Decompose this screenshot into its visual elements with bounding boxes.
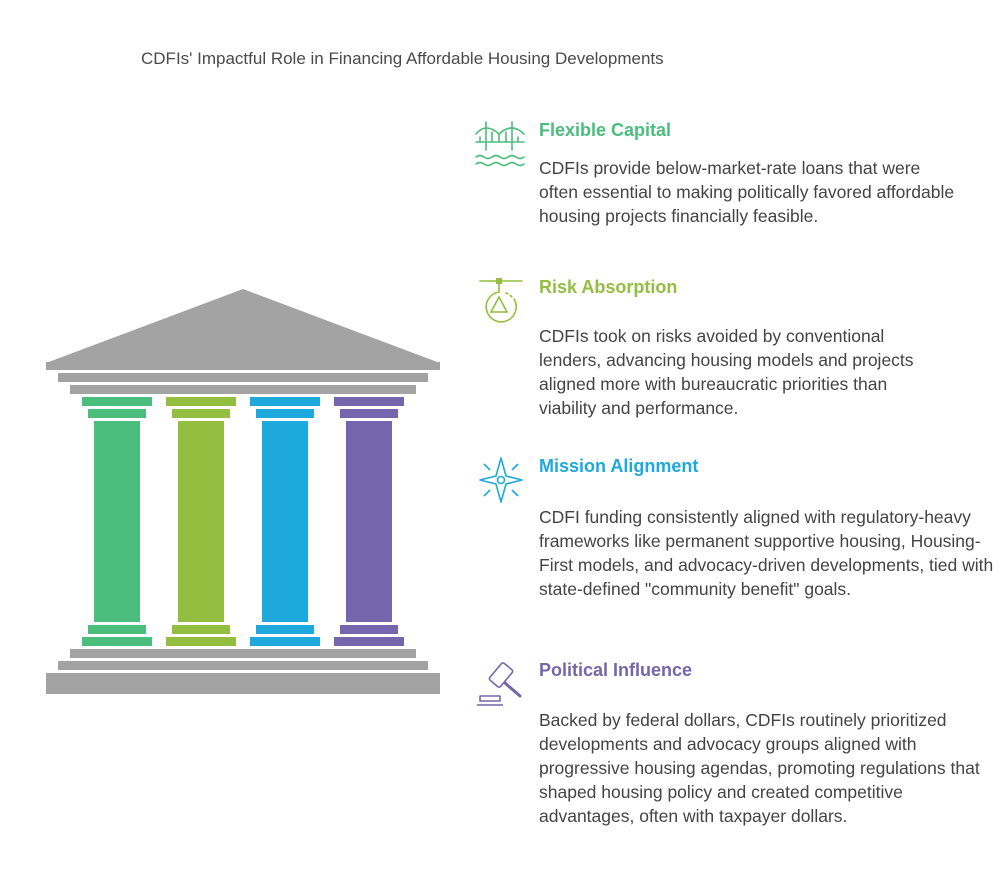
pillar-3 [250,397,320,646]
item-heading: Mission Alignment [539,456,699,476]
temple-illustration [46,289,440,694]
bridge-icon [475,121,525,167]
diagram-title: CDFIs' Impactful Role in Financing Affor… [141,49,664,68]
pillar-4 [334,397,404,646]
item-description: CDFIs provide below-market-rate loans th… [539,158,955,226]
roof [46,289,440,394]
pillar-1 [82,397,152,646]
gavel-icon [477,662,522,706]
pillar-2 [166,397,236,646]
compass-star-icon [479,457,523,503]
item-heading: Political Influence [539,660,693,680]
item-description: Backed by federal dollars, CDFIs routine… [539,710,980,826]
item-heading: Flexible Capital [539,120,672,140]
item-heading: Risk Absorption [539,277,678,297]
base [46,649,440,694]
item-description: CDFIs took on risks avoided by conventio… [539,326,914,418]
item-description: CDFI funding consistently aligned with r… [539,507,994,599]
risk-triangle-icon [479,278,523,323]
